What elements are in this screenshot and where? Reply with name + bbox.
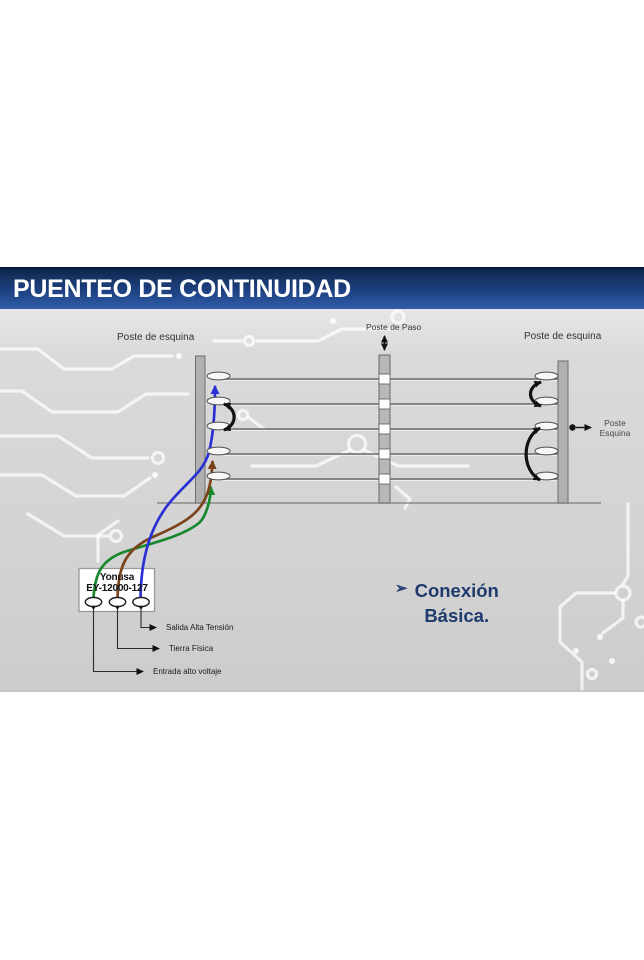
terminal-leader-lines — [92, 607, 160, 675]
slide-content-area — [0, 309, 644, 692]
left-corner-post — [195, 355, 206, 504]
label-salida-alta-tension: Salida Alta Tensión — [166, 622, 234, 632]
cable-brown-tierra — [116, 460, 217, 600]
cable-green-entrada — [92, 486, 216, 600]
fence-posts — [195, 354, 569, 504]
terminal-salida — [132, 596, 150, 608]
leader-entrada — [92, 607, 144, 675]
energizer-cables — [92, 385, 220, 600]
page-title: PUENTEO DE CONTINUIDAD — [13, 274, 351, 303]
note-line1: Conexión — [414, 580, 499, 601]
energizer-model: EY-12000-127 — [86, 583, 148, 594]
continuity-jumpers — [223, 380, 542, 482]
circuit-pattern-background — [0, 309, 644, 691]
label-side-callout-line2: Esquina — [599, 428, 631, 438]
label-right-corner-post: Poste de esquina — [524, 331, 602, 342]
note-text: Conexión Básica. — [415, 578, 499, 628]
energizer-brand: Yonusa — [99, 572, 135, 583]
terminal-tierra — [108, 596, 127, 608]
leader-tierra — [116, 607, 160, 652]
label-side-callout: Poste Esquina — [597, 418, 633, 438]
label-side-callout-line1: Poste — [604, 418, 626, 428]
title-bar: PUENTEO DE CONTINUIDAD — [0, 267, 644, 309]
label-middle-pass-post: Poste de Paso — [366, 322, 422, 332]
jumper-right-post-bottom — [524, 426, 541, 482]
insulators — [206, 371, 559, 481]
pass-post-insulator-blocks — [378, 373, 391, 485]
jumper-right-post-top — [528, 380, 542, 408]
cable-blue-salida — [139, 385, 220, 600]
label-entrada-alto-voltaje: Entrada alto voltaje — [153, 666, 222, 676]
label-tierra-fisica: Tierra Física — [169, 643, 214, 653]
esquina-callout-pointer — [569, 424, 592, 431]
right-corner-post — [557, 360, 569, 504]
terminal-entrada — [84, 596, 103, 608]
note-conexion-basica: ➢ Conexión Básica. — [395, 578, 499, 628]
label-left-corner-post: Poste de esquina — [117, 332, 195, 343]
leader-salida — [140, 607, 157, 631]
note-line2: Básica. — [424, 605, 490, 626]
energizer-terminals — [84, 596, 150, 609]
arrow-bullet-icon: ➢ — [395, 580, 408, 597]
jumper-left-post — [223, 402, 236, 432]
